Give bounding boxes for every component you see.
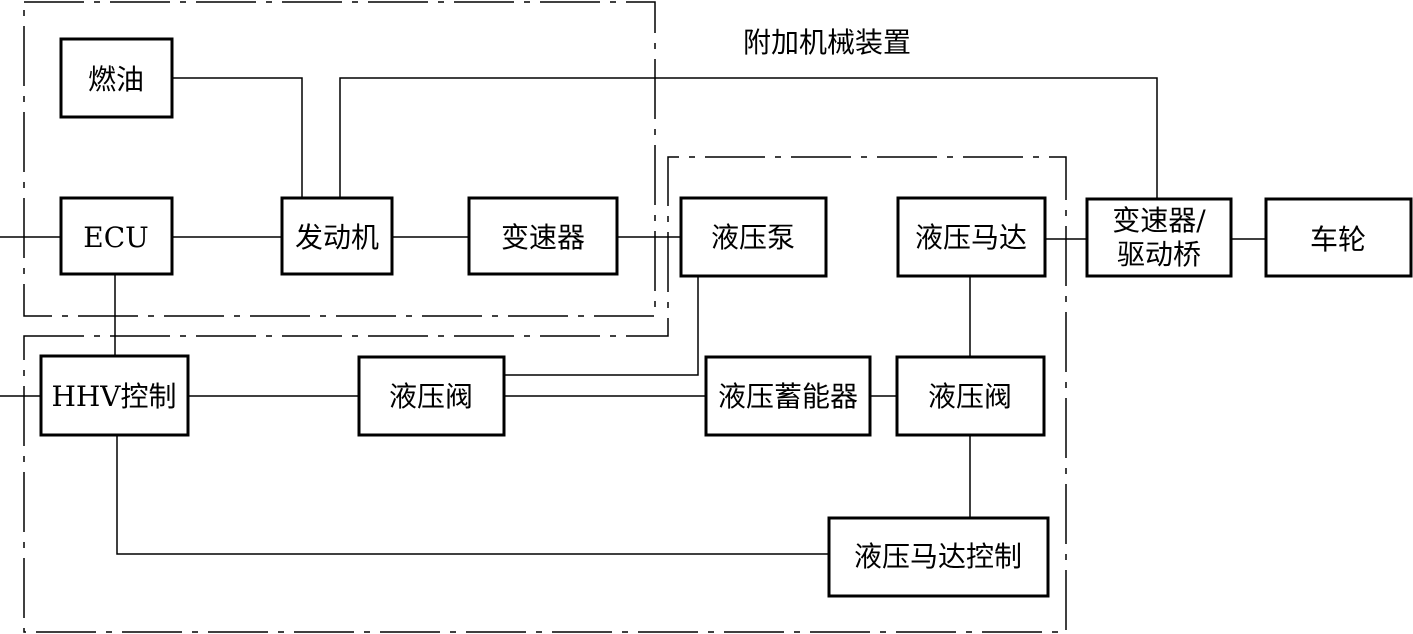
transmission-axle-block: 变速器/ 驱动桥	[1085, 197, 1233, 278]
hydraulic-valve-left-label: 液压阀	[389, 380, 473, 413]
engine-block: 发动机	[280, 196, 394, 276]
hydraulic-valve-left-block: 液压阀	[357, 355, 506, 437]
hhv-control-label: HHV控制	[51, 380, 176, 413]
hydraulic-valve-right-block: 液压阀	[895, 355, 1046, 437]
region-title: 附加机械装置	[743, 26, 911, 59]
wheels-label: 车轮	[1310, 223, 1366, 256]
hydraulic-pump-label: 液压泵	[711, 221, 795, 254]
engine-label: 发动机	[295, 221, 379, 254]
engine-to-axle-mechanical-line	[339, 77, 1158, 199]
ecu-label: ECU	[83, 221, 148, 254]
transmission-axle-label-line1: 变速器/	[1112, 204, 1206, 237]
hydraulic-valve-right-label: 液压阀	[928, 380, 1012, 413]
connections	[114, 77, 1266, 555]
fuel-to-engine-line	[172, 77, 303, 198]
hydraulic-motor-block: 液压马达	[896, 196, 1047, 278]
transmission-label: 变速器	[501, 221, 585, 254]
hhv-control-block: HHV控制	[39, 354, 190, 437]
ecu-block: ECU	[59, 196, 174, 276]
hydraulic-motor-control-block: 液压马达控制	[827, 516, 1050, 598]
fuel-block: 燃油	[59, 37, 174, 119]
wheels-block: 车轮	[1264, 197, 1413, 278]
hydraulic-motor-label: 液压马达	[915, 221, 1027, 254]
conventional-powertrain-boundary	[23, 1, 656, 317]
transmission-block: 变速器	[467, 196, 619, 276]
hydraulic-pump-block: 液压泵	[679, 196, 828, 278]
hydraulic-system-boundary	[23, 156, 1067, 633]
hydraulic-accumulator-label: 液压蓄能器	[718, 380, 858, 413]
fuel-label: 燃油	[88, 63, 144, 96]
hydraulic-motor-control-label: 液压马达控制	[854, 540, 1022, 573]
transmission-axle-label-line2: 驱动桥	[1117, 238, 1201, 271]
pump-to-valve-line	[504, 276, 699, 376]
hydraulic-accumulator-block: 液压蓄能器	[704, 355, 872, 437]
hhv-to-motor-control-line	[116, 435, 829, 555]
